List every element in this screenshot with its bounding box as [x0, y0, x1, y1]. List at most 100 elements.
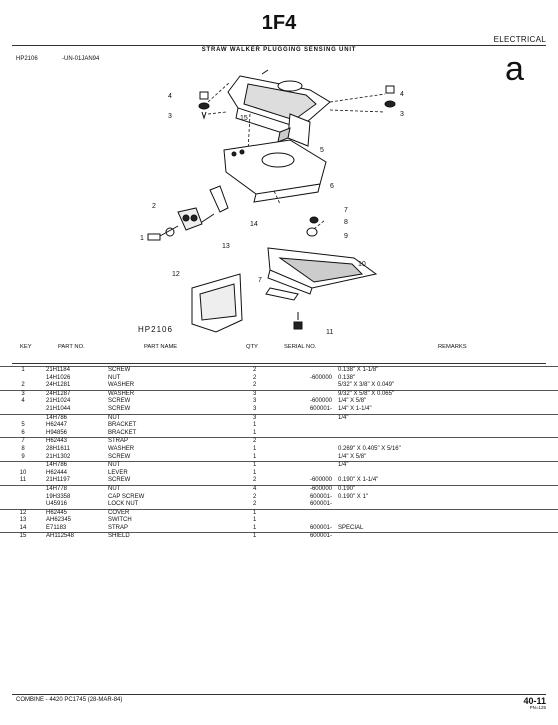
table-cell-serial: 600001-: [309, 493, 332, 500]
table-cell-name: SCREW: [108, 398, 131, 405]
reference-date: -UN-01JAN94: [62, 56, 100, 62]
divider: [12, 694, 546, 695]
shield-part: [227, 69, 331, 139]
table-cell-key: 3: [21, 390, 25, 397]
table-cell-remarks: 1/4" X 5/8": [338, 453, 367, 460]
callout-label: 10: [358, 261, 366, 268]
table-cell-remarks: 0.138" X 1-1/8": [338, 367, 379, 373]
table-cell-qty: 1: [253, 462, 257, 469]
table-cell-part-no: 24H1281: [46, 382, 71, 389]
reference-id: HP2106: [16, 56, 38, 62]
table-cell-key: 1: [21, 367, 25, 373]
table-cell-qty: 1: [253, 453, 257, 460]
table-cell-remarks: 5/32" X 3/8" X 0.049": [338, 382, 395, 389]
table-cell-part-no: 14H786: [46, 414, 68, 421]
strap-lower-part: [265, 287, 299, 301]
table-cell-remarks: 1/4" X 5/8": [338, 398, 367, 405]
table-cell-name: SCREW: [108, 453, 131, 460]
table-cell-part-no: H62444: [46, 469, 68, 476]
table-cell-name: SCREW: [108, 477, 131, 484]
page-title: 1F4: [261, 12, 297, 34]
table-cell-key: 4: [21, 398, 25, 405]
table-cell-name: LOCK NUT: [108, 501, 139, 508]
callout-label: 11: [326, 329, 333, 336]
callout-label: 15: [240, 115, 248, 122]
table-cell-key: 12: [19, 509, 27, 516]
table-cell-remarks: 1/4": [338, 462, 349, 469]
table-cell-part-no: 21H1044: [46, 405, 71, 412]
table-cell-part-no: 21H1024: [46, 398, 71, 405]
table-cell-part-no: H62447: [46, 422, 68, 429]
column-header-remarks: REMARKS: [438, 344, 467, 350]
screw-lower-part: [293, 312, 303, 330]
table-cell-serial: -600000: [309, 374, 332, 381]
table-cell-name: NUT: [108, 485, 121, 492]
table-cell-qty: 3: [253, 414, 257, 421]
bolt-cluster-left: [198, 91, 210, 120]
bolt-cluster-right: [384, 85, 396, 108]
table-cell-qty: 2: [253, 382, 257, 389]
callout-label: 1: [140, 235, 144, 242]
table-cell-part-no: 21H1302: [46, 453, 71, 460]
strap-part: [209, 185, 229, 213]
table-cell-remarks: 1/4": [338, 414, 349, 421]
exploded-parts-diagram: 4 3 15 4 3 5 6 2 1 14 13 7 8 9 10 12 7 1…: [138, 69, 404, 336]
table-cell-key: 8: [21, 445, 25, 452]
table-cell-part-no: AH62345: [46, 517, 72, 524]
table-cell-name: CAP SCREW: [108, 493, 145, 500]
table-cell-qty: 3: [253, 405, 257, 412]
table-cell-name: WASHER: [108, 390, 135, 397]
table-cell-name: SCREW: [108, 405, 131, 412]
table-cell-part-no: AH112548: [46, 533, 74, 540]
bracket-part: [277, 113, 311, 147]
table-cell-part-no: 28H1611: [46, 445, 70, 452]
callout-label: 8: [344, 219, 348, 226]
table-cell-key: 13: [19, 517, 27, 524]
table-cell-remarks: 0.190": [338, 485, 356, 492]
table-cell-qty: 1: [253, 469, 257, 476]
table-cell-key: 9: [21, 453, 25, 460]
table-cell-remarks: 0.138": [338, 374, 356, 381]
table-cell-qty: 1: [253, 533, 257, 540]
callout-label: 4: [400, 91, 404, 98]
table-cell-key: 11: [19, 477, 27, 484]
table-cell-key: 5: [21, 422, 25, 429]
divider: [12, 363, 546, 364]
table-cell-name: SWITCH: [108, 517, 132, 524]
table-cell-key: 14: [19, 524, 27, 531]
table-cell-name: LEVER: [108, 469, 128, 476]
table-cell-name: SCREW: [108, 367, 131, 373]
table-cell-qty: 2: [253, 477, 257, 484]
divider: [12, 45, 546, 46]
table-cell-part-no: U45916: [46, 501, 68, 508]
callout-label: 4: [168, 93, 172, 100]
screw-part: [147, 225, 179, 241]
column-header-serial-no: SERIAL NO.: [284, 344, 317, 350]
table-cell-part-no: 14H778: [46, 485, 68, 492]
callout-label: 13: [222, 243, 230, 250]
table-cell-qty: 2: [253, 438, 257, 445]
table-cell-serial: -600000: [309, 398, 332, 405]
table-cell-part-no: H62445: [46, 509, 68, 516]
column-header-key: KEY: [20, 344, 32, 350]
switch-part: [177, 207, 215, 231]
column-header-part-name: PART NAME: [144, 344, 178, 350]
table-cell-serial: 600001-: [309, 524, 332, 531]
table-cell-qty: 1: [253, 422, 257, 429]
table-cell-key: 10: [19, 469, 27, 476]
table-cell-part-no: 21H1197: [46, 477, 70, 484]
table-cell-key: 7: [21, 438, 25, 445]
